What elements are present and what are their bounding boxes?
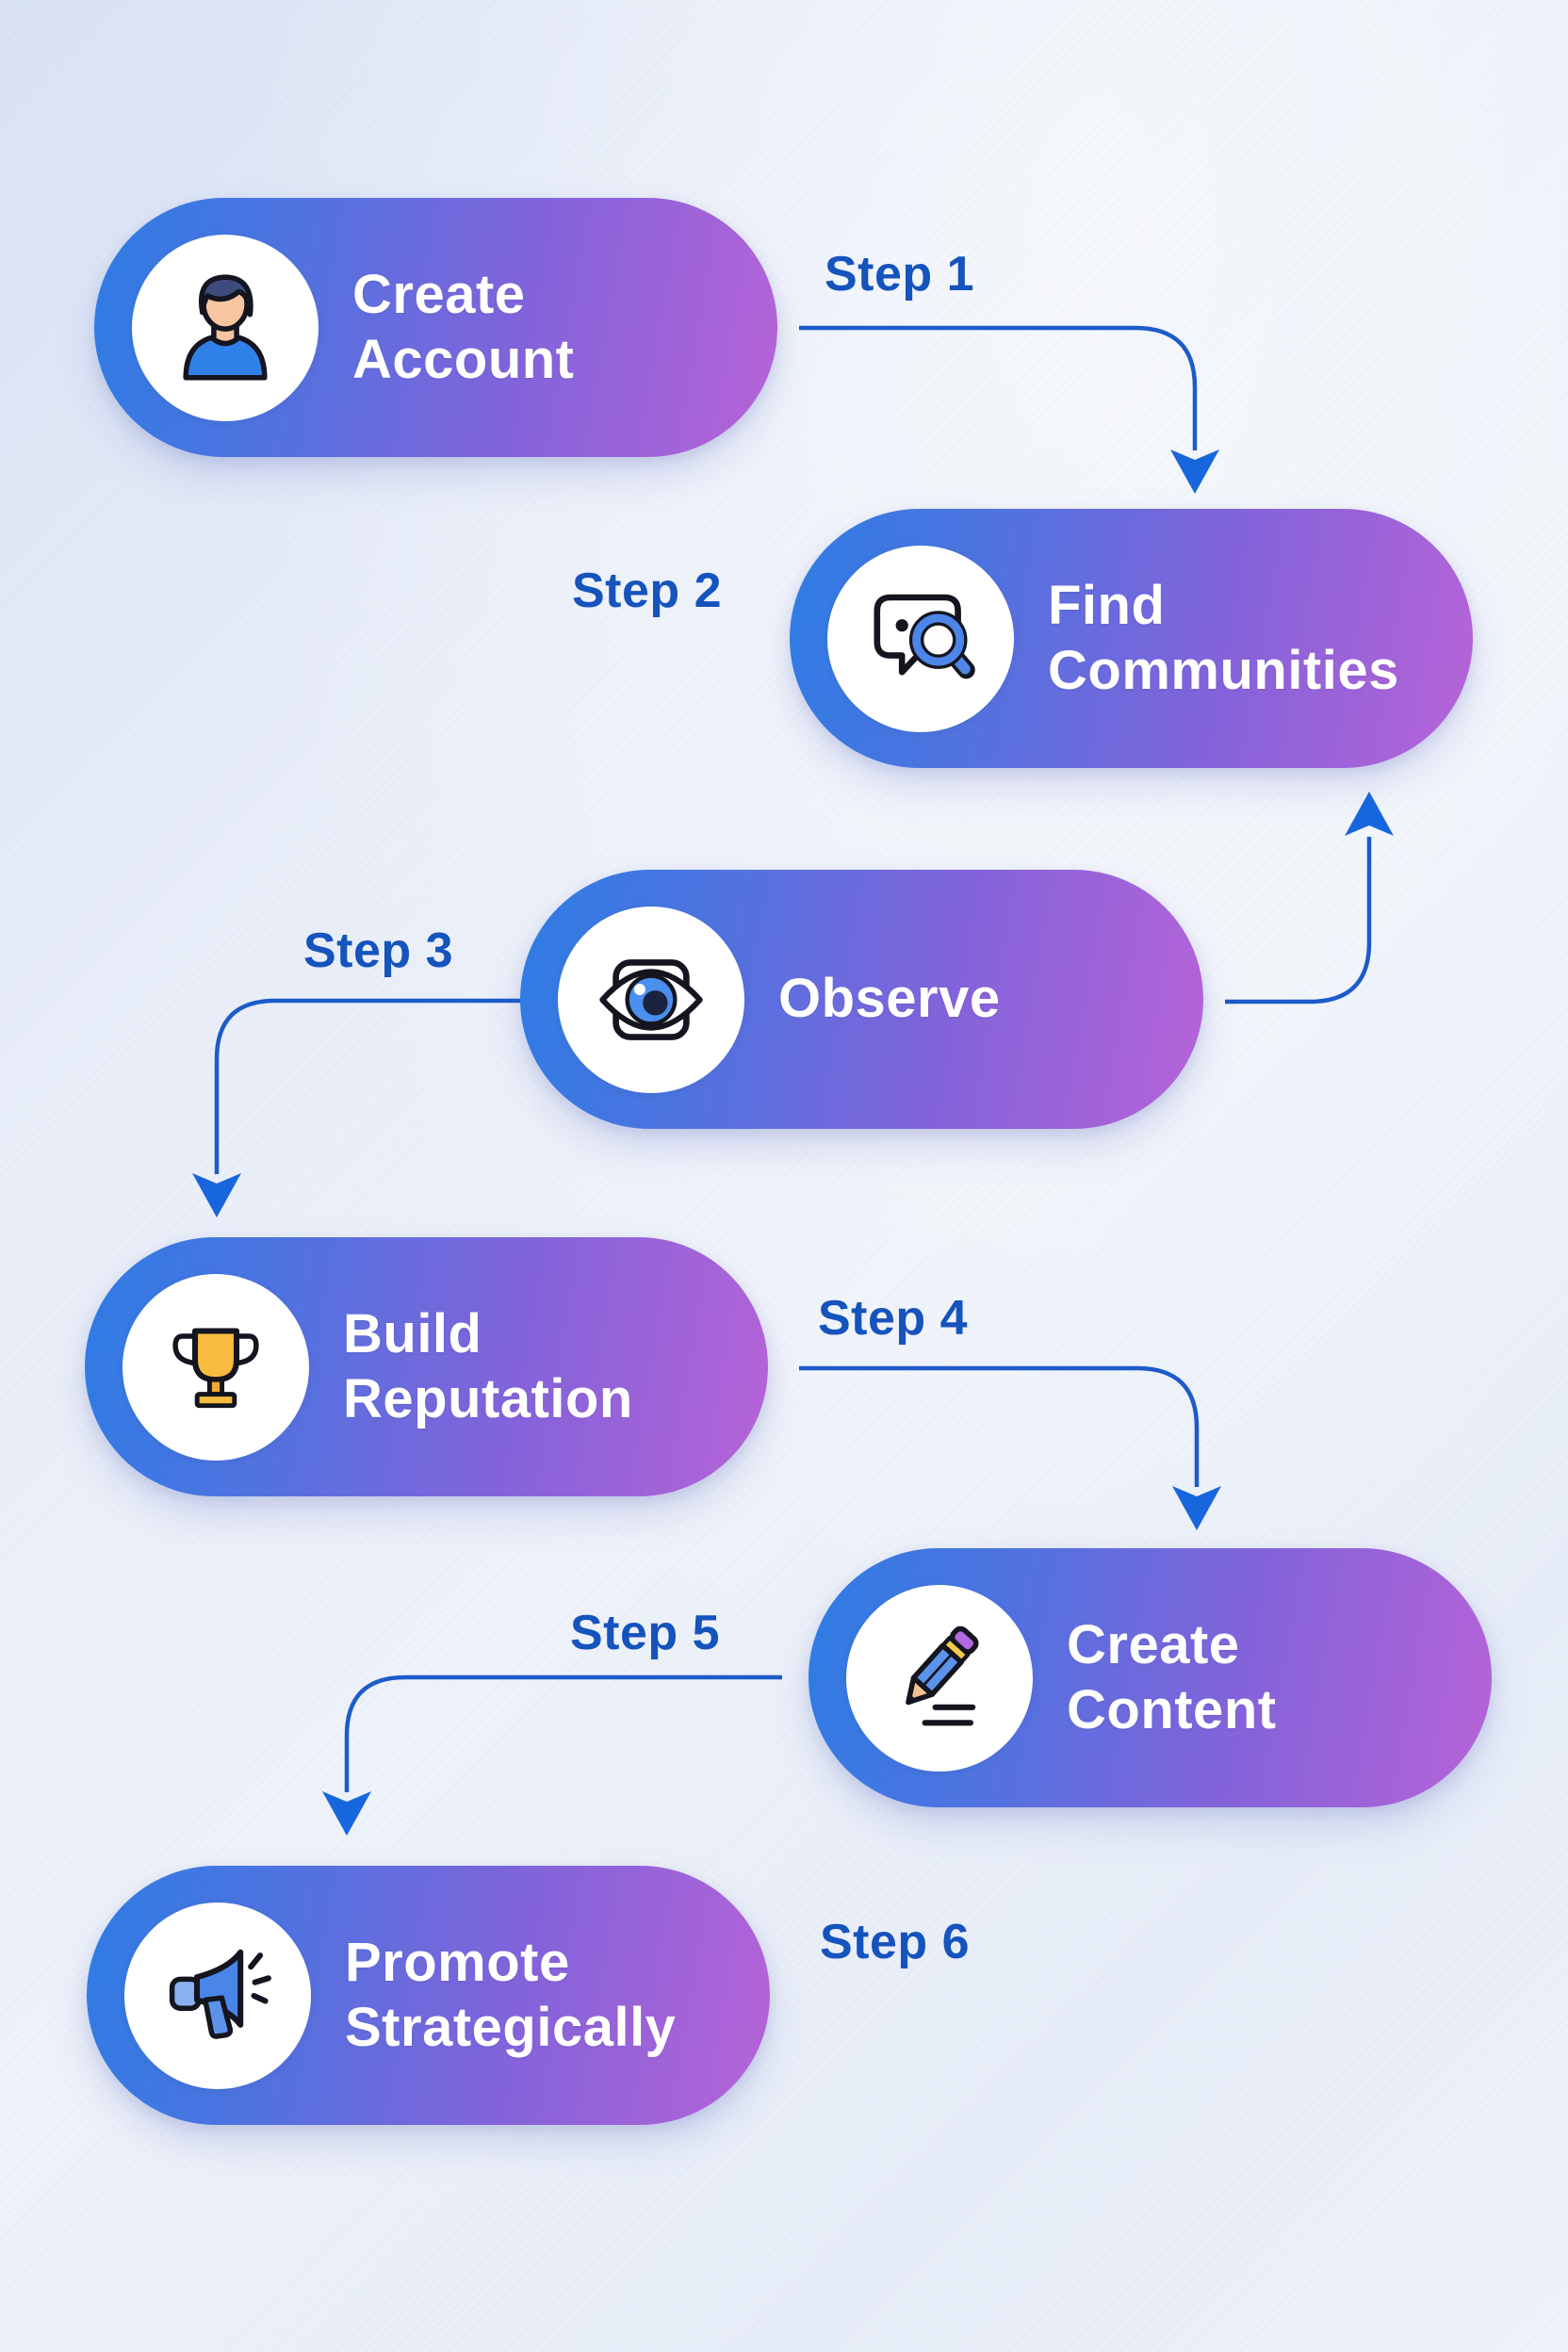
pill-title: Create Account — [352, 263, 575, 392]
pill-title-line: Content — [1067, 1678, 1277, 1740]
step-label-4: Step 4 — [818, 1291, 969, 1346]
pill-title-line: Create — [352, 264, 526, 326]
pill-title-line: Observe — [778, 968, 1001, 1030]
step-label-6: Step 6 — [820, 1915, 971, 1969]
pill-title-line: Reputation — [343, 1367, 633, 1429]
step-label-2: Step 2 — [572, 564, 723, 618]
icon-badge — [122, 1273, 309, 1461]
icon-badge — [132, 234, 318, 421]
arrow-step-1 — [799, 325, 1219, 494]
arrow-step-4 — [799, 1365, 1221, 1530]
step-label-3: Step 3 — [303, 923, 454, 978]
pill-title-line: Find — [1048, 575, 1166, 637]
arrow-step-2-observe-to-find — [1225, 792, 1394, 1004]
step-label-5: Step 5 — [570, 1606, 721, 1660]
pill-title-line: Create — [1067, 1614, 1240, 1676]
step-pill-observe: Observe — [520, 870, 1203, 1129]
megaphone-icon — [169, 1949, 271, 2039]
step-label-1: Step 1 — [825, 247, 975, 302]
step-pill-create-content: Create Content — [808, 1548, 1492, 1807]
pill-title-line: Account — [352, 328, 575, 390]
trophy-icon — [172, 1327, 259, 1408]
pill-title: Promote Strategically — [345, 1931, 676, 2060]
pill-title: Create Content — [1067, 1613, 1277, 1742]
step-pill-find-communities: Find Communities — [790, 509, 1473, 768]
icon-badge — [558, 906, 744, 1093]
step-pill-build-reputation: Build Reputation — [85, 1237, 768, 1496]
pill-title: Build Reputation — [343, 1302, 633, 1431]
icon-badge — [827, 545, 1014, 732]
step-pill-promote-strategically: Promote Strategically — [87, 1866, 770, 2125]
icon-badge — [846, 1584, 1033, 1772]
arrow-step-5 — [322, 1674, 782, 1836]
eye-icon — [599, 958, 703, 1040]
step-pill-create-account: Create Account — [94, 198, 777, 457]
pill-title: Observe — [778, 967, 1001, 1031]
icon-badge — [124, 1902, 311, 2089]
arrow-step-3 — [192, 998, 520, 1217]
pencil-icon — [906, 1625, 979, 1725]
pill-title-line: Communities — [1048, 639, 1399, 701]
pill-title-line: Promote — [345, 1932, 570, 1994]
pill-title: Find Communities — [1048, 574, 1399, 703]
pill-title-line: Strategically — [345, 1996, 677, 2058]
pill-title-line: Build — [343, 1303, 482, 1365]
chat-search-icon — [874, 594, 975, 678]
person-icon — [183, 273, 268, 381]
